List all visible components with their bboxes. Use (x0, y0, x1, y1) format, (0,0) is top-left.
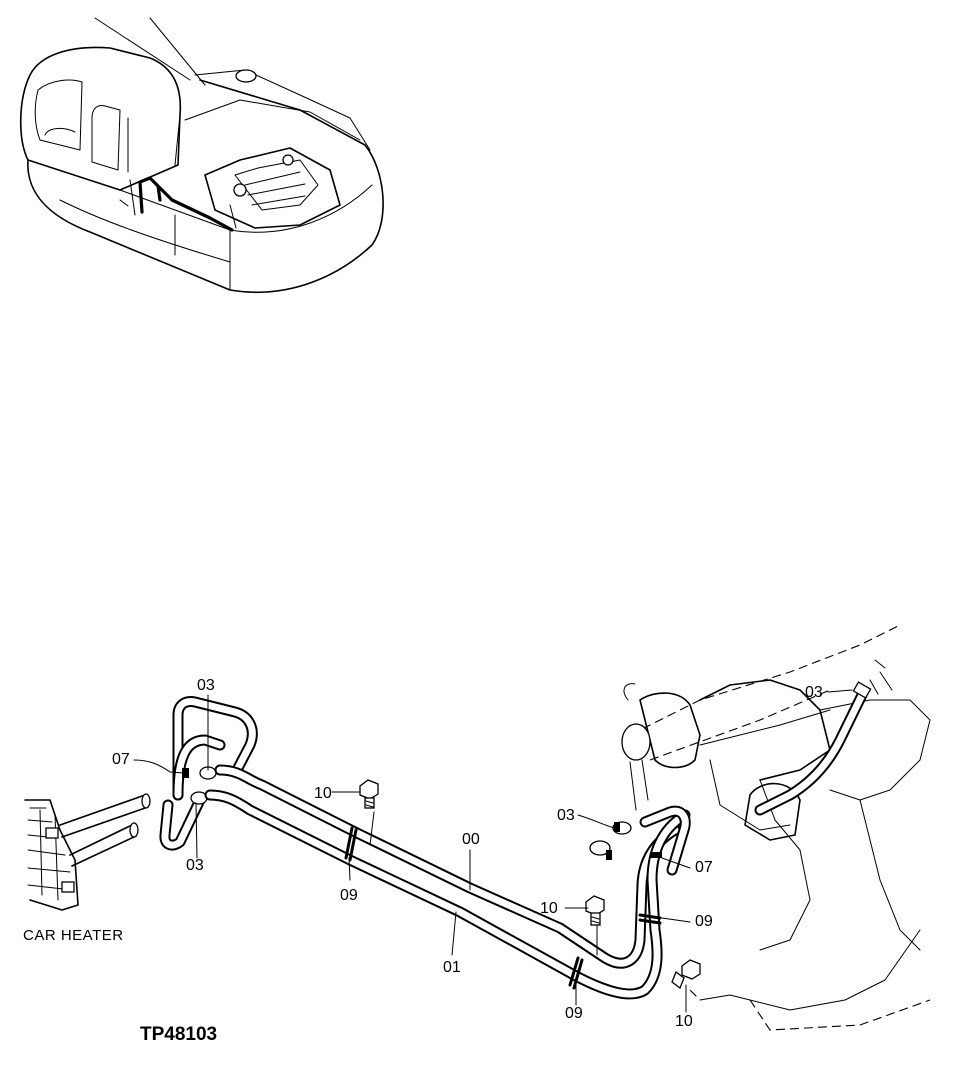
engine-illustration (621, 624, 931, 1031)
clamp-03-loose (589, 821, 632, 860)
heater-hose-loop (159, 696, 258, 851)
excavator-overview-illustration (19, 17, 384, 294)
callout-07-right: 07 (695, 859, 713, 876)
bolt-10-right-lower (671, 959, 701, 990)
callout-09-center: 09 (340, 887, 358, 904)
car-heater-caption: CAR HEATER (23, 927, 124, 944)
callout-01: 01 (443, 959, 461, 976)
callout-07-left: 07 (112, 751, 130, 768)
callout-10-center: 10 (314, 785, 332, 802)
car-heater-unit (24, 793, 151, 911)
bolt-10-right-upper (585, 895, 605, 926)
bolt-10-center (359, 779, 379, 809)
callout-09-bottom: 09 (565, 1005, 583, 1022)
callout-03-top-left: 03 (197, 677, 215, 694)
callout-09-right: 09 (695, 913, 713, 930)
callout-03-bottom-left: 03 (186, 857, 204, 874)
callout-10-bottom-right: 10 (675, 1013, 693, 1030)
heater-hoses-main (204, 764, 691, 1000)
callout-00: 00 (462, 831, 480, 848)
callout-03-mid-right: 03 (557, 807, 575, 824)
callout-03-top-right: 03 (805, 684, 823, 701)
callout-10-right-upper: 10 (540, 900, 558, 917)
drawing-code: TP48103 (140, 1024, 218, 1045)
hardware-parts (133, 689, 853, 1013)
